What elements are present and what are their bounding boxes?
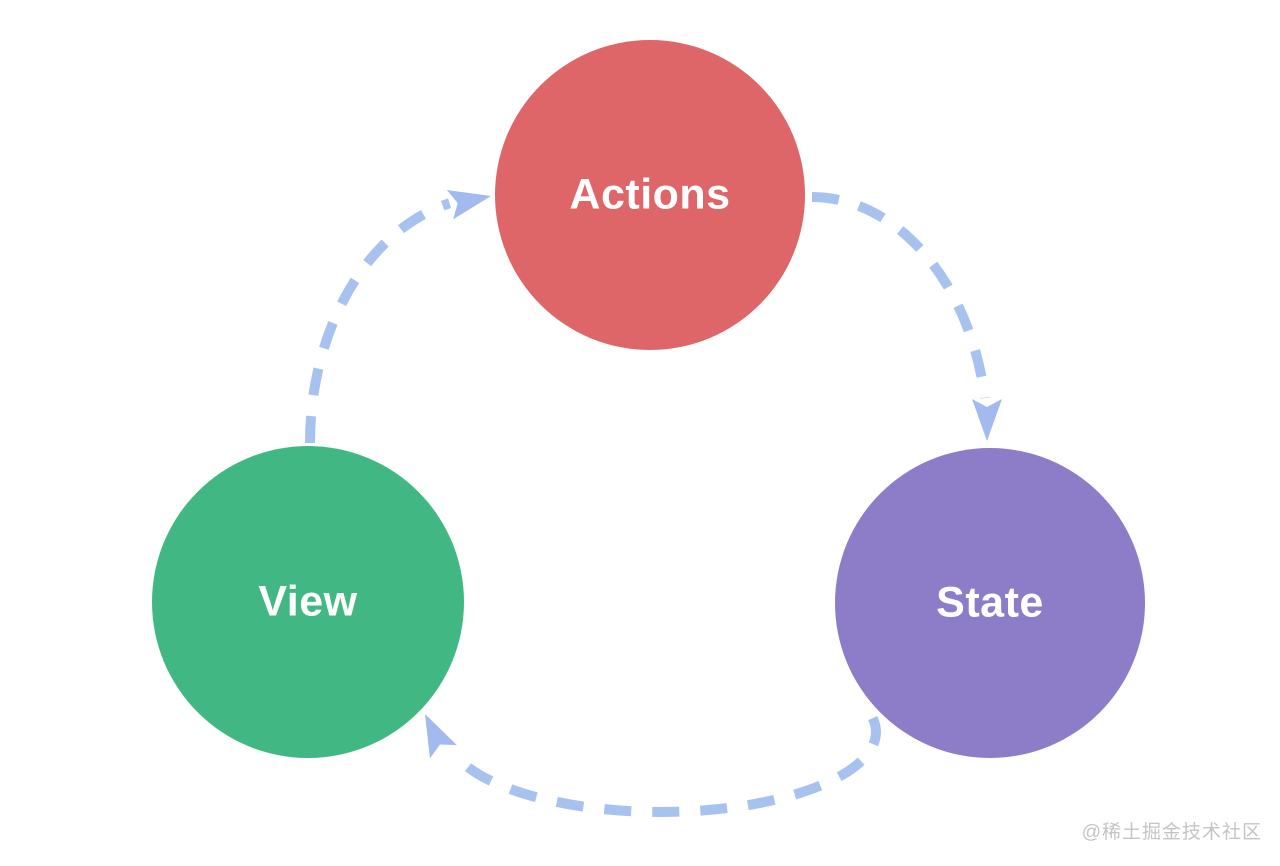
- arrowhead-to-actions-icon: [446, 190, 491, 220]
- node-circle-actions: [495, 40, 805, 350]
- watermark: @稀土掘金技术社区: [1081, 822, 1262, 843]
- arrow-view-to-actions: [305, 190, 491, 444]
- arrowhead-to-view-icon: [425, 714, 457, 759]
- node-label-actions: Actions: [569, 170, 731, 219]
- arrow-state-to-view: [425, 714, 881, 817]
- arrow-state-to-view-line: [449, 715, 881, 817]
- arrow-view-to-actions-line: [305, 198, 452, 444]
- arrow-actions-to-state-line: [811, 192, 990, 399]
- node-label-view: View: [258, 577, 358, 626]
- node-circle-state: [835, 448, 1145, 758]
- arrowhead-to-state-icon: [972, 399, 1002, 441]
- arrow-actions-to-state: [811, 192, 1002, 441]
- node-label-state: State: [936, 578, 1044, 627]
- node-circle-view: [152, 446, 464, 758]
